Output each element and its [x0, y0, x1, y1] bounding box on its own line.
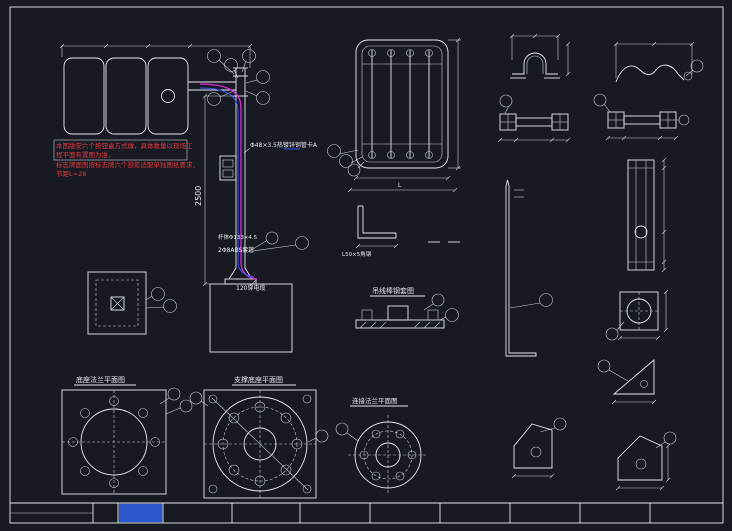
pole-mounted-box	[219, 155, 237, 181]
height-dimension: 2500	[194, 186, 203, 206]
title-block	[10, 502, 723, 523]
selected-title-cell[interactable]	[118, 503, 163, 523]
anchor-plate-detail	[87, 271, 177, 335]
pole-section-detail	[627, 157, 667, 273]
signboard-elevation	[59, 43, 270, 135]
red-note-line4: 节距L=28	[56, 170, 86, 178]
red-note-line3: 标志牌面图按标志牌六个投影适配单独图纸要求，	[56, 160, 199, 169]
cable-magenta	[199, 83, 258, 280]
pole-body-label: 杆体Φ133×4.5	[218, 233, 258, 241]
saddle-clamp-detail	[613, 41, 704, 83]
angle-steel-label: L50×5角钢	[342, 250, 372, 258]
base-flange-title: 底座法兰平面图	[76, 375, 125, 384]
red-note: 本图版安六个按钮盒方式做，具体数量以现场工 程平面布置图为准， 标志牌面图按标志…	[53, 139, 199, 178]
omega-clamp-detail	[509, 33, 571, 79]
sign-panel-1	[63, 57, 105, 135]
abs-sleeve-label: 2Φ8ABS套管	[218, 246, 254, 254]
hanger-rod-detail	[505, 179, 553, 357]
pipe-spec-label: Φ48×3.5热镀锌钢管卡A	[250, 141, 318, 149]
hanger-sleeve-detail: 吊线棒钢套图	[355, 286, 459, 329]
pole-elevation: 2500 Φ48×3.5热镀锌钢管卡A 杆体Φ133×4.5 2Φ8ABS套管 …	[194, 67, 318, 353]
foundation-block	[209, 283, 293, 353]
gusset-plate-detail-2	[615, 431, 677, 491]
clamp-bar-detail-2	[593, 93, 690, 141]
sign-panel-2	[105, 57, 147, 135]
red-note-line2: 程平面布置图为准，	[56, 150, 115, 159]
square-plate-detail	[605, 289, 669, 341]
gusset-plate-detail-1	[511, 417, 567, 479]
red-note-line1: 本图版安六个按钮盒方式做，具体数量以现场工	[56, 141, 193, 150]
connect-flange-plan: 连接法兰平面图	[335, 396, 428, 495]
base-flange-plan: 底座法兰平面图	[61, 375, 193, 495]
stud-bolts	[368, 49, 433, 159]
cable-blue	[199, 87, 255, 278]
support-base-plan: 支撑底座平面图	[189, 375, 329, 499]
support-base-title: 支撑底座平面图	[234, 375, 283, 384]
connect-flange-title: 连接法兰平面图	[352, 396, 398, 405]
sheet-frame	[9, 6, 724, 524]
balloon-callouts	[207, 49, 270, 106]
triangle-gusset-detail	[597, 359, 657, 405]
plate-length-label: L	[398, 182, 402, 189]
pole-base-plate	[224, 278, 257, 285]
clamp-plate-view: L	[327, 37, 461, 193]
hanger-sleeve-title: 吊线棒钢套图	[372, 286, 414, 295]
angle-steel-detail: L50×5角钢	[342, 205, 460, 258]
sign-panel-3	[147, 57, 189, 135]
clamp-bar-detail-1	[497, 94, 571, 143]
cable-note-label: 120穿电缆	[236, 284, 265, 292]
